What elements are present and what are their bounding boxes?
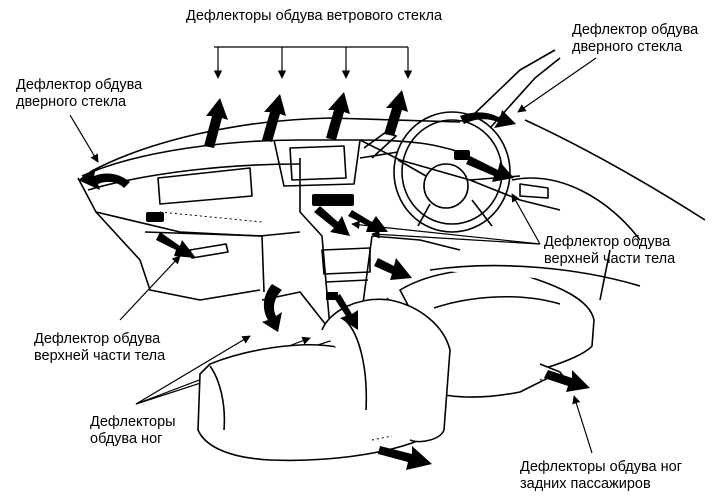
left-vent (146, 212, 164, 222)
airflow-arrow (374, 258, 412, 280)
airflow-arrow (156, 232, 196, 258)
airflow-arrow (544, 370, 590, 392)
airflow-arrow (314, 206, 350, 236)
label-text: Дефлекторы обдува ветрового стекла (186, 8, 443, 24)
airflow-arrow (204, 98, 228, 148)
label-text: Дефлектор обдува (572, 22, 699, 38)
leader-line (371, 230, 541, 245)
airflow-arrow (466, 156, 514, 182)
airflow-arrow (262, 94, 286, 142)
airflow-arrow (262, 284, 282, 332)
texture-marks (159, 211, 557, 441)
airflow-arrow (460, 110, 516, 128)
label-text: задних пассажиров (520, 476, 651, 492)
label-text: Дефлектор обдува (16, 77, 143, 93)
label-text: Дефлекторы обдува ног (520, 459, 683, 475)
dashboard-outline (77, 49, 706, 331)
upper-body-left-label: Дефлектор обдува верхней части тела (34, 331, 165, 365)
airflow-arrows (78, 90, 590, 470)
center-vent (312, 194, 354, 206)
leader-line (69, 114, 99, 163)
rear-foot-deflectors-label: Дефлекторы обдува ног задних пассажиров (520, 459, 682, 493)
windshield-deflectors-label: Дефлекторы обдува ветрового стекла (186, 8, 442, 25)
airflow-arrow (378, 446, 432, 470)
foot-deflectors-label: Дефлекторы обдува ног (90, 414, 176, 448)
label-text: Дефлектор обдува (34, 331, 161, 347)
foot-vent (326, 292, 338, 300)
right-vent (454, 150, 470, 160)
leader-line (135, 335, 251, 405)
airflow-arrow (326, 92, 350, 140)
door-glass-right-label: Дефлектор обдува дверного стекла (572, 22, 698, 56)
upper-body-right-label: Дефлектор обдува верхней части тела (544, 234, 675, 268)
door-glass-left-label: Дефлектор обдува дверного стекла (16, 77, 142, 111)
label-text: Дефлекторы (90, 414, 176, 430)
label-text: верхней части тела (544, 251, 676, 267)
front-seats (197, 249, 641, 462)
label-text: дверного стекла (572, 39, 683, 55)
airflow-arrow (348, 210, 388, 232)
label-text: верхней части тела (34, 348, 166, 364)
label-text: обдува ног (90, 431, 163, 447)
label-text: Дефлектор обдува (544, 234, 671, 250)
leader-line (572, 395, 593, 454)
airflow-arrow (334, 294, 358, 330)
label-text: дверного стекла (16, 94, 127, 110)
vents (146, 150, 470, 300)
leader-line (517, 57, 597, 113)
leader-line (511, 193, 541, 245)
airflow-arrow (78, 168, 130, 190)
airflow-arrow (384, 90, 408, 136)
